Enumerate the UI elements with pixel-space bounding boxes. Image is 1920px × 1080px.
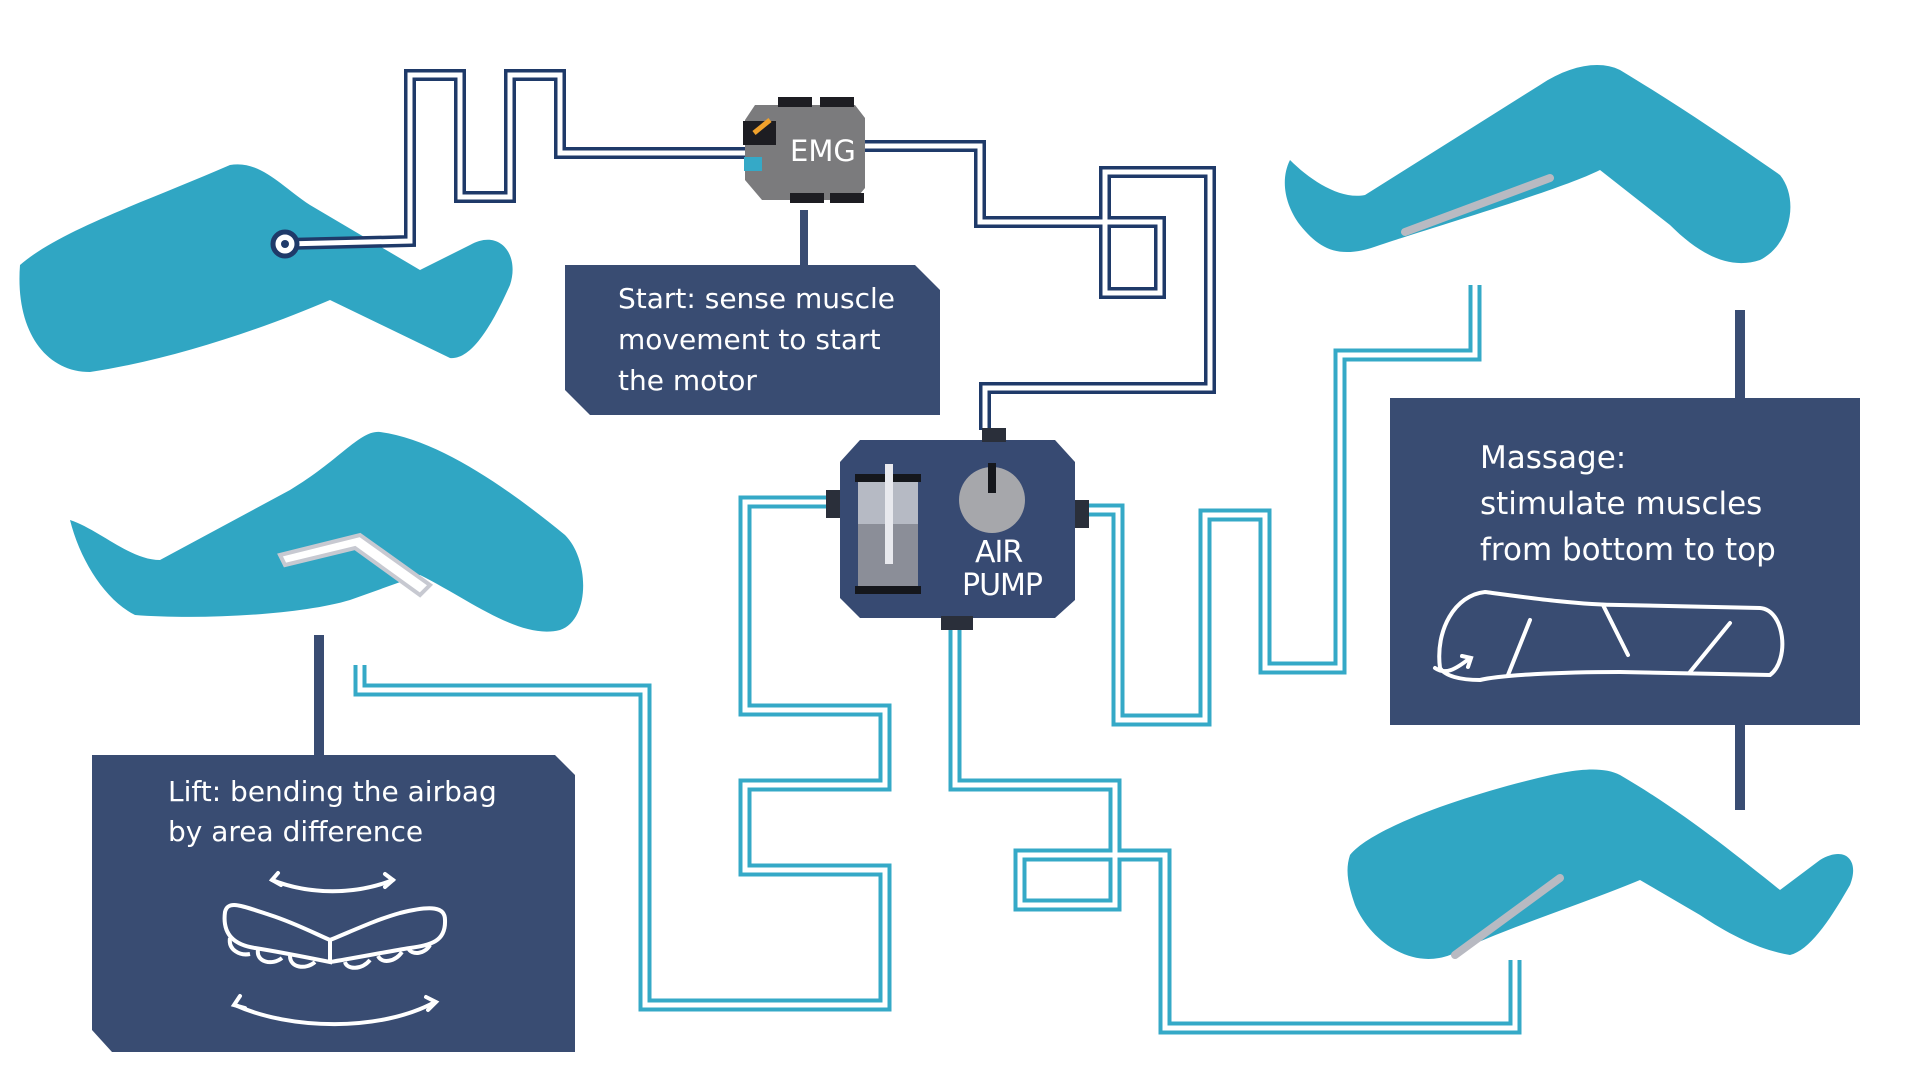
- massage-panel: Massage: stimulate muscles from bottom t…: [1480, 435, 1776, 573]
- start-panel-line: movement to start: [618, 323, 881, 356]
- piston-icon: [855, 464, 921, 594]
- leg-bottom-right: [1347, 769, 1854, 959]
- pressure-gauge-icon: [959, 463, 1025, 533]
- massage-panel-line: Massage:: [1480, 440, 1627, 476]
- lift-panel-line: by area difference: [168, 815, 424, 848]
- airbag-icon: [222, 903, 448, 970]
- pump-label-line1: AIR: [975, 535, 1023, 570]
- leg-top-left: [19, 164, 513, 372]
- lift-panel-shape: [92, 635, 575, 1052]
- lift-panel: Lift: bending the airbag by area differe…: [168, 772, 497, 852]
- start-panel-line: Start: sense muscle: [618, 282, 896, 315]
- curved-arrow-icon: [230, 871, 440, 1027]
- leg-top-right: [1284, 65, 1791, 264]
- emg-label: EMG: [790, 134, 856, 168]
- lift-panel-line: Lift: bending the airbag: [168, 775, 497, 808]
- leg-sleeve-icon: [1433, 589, 1785, 683]
- leg-mid-left: [70, 431, 584, 632]
- pump-label-line2: PUMP: [962, 568, 1043, 603]
- massage-panel-line: from bottom to top: [1480, 532, 1776, 568]
- massage-panel-line: stimulate muscles: [1480, 486, 1763, 522]
- sensor-electrode-icon: [270, 229, 300, 259]
- emg-device-icon: [743, 97, 865, 203]
- start-panel: Start: sense muscle movement to start th…: [618, 278, 895, 401]
- start-panel-line: the motor: [618, 364, 757, 397]
- start-panel-shape: [565, 210, 940, 415]
